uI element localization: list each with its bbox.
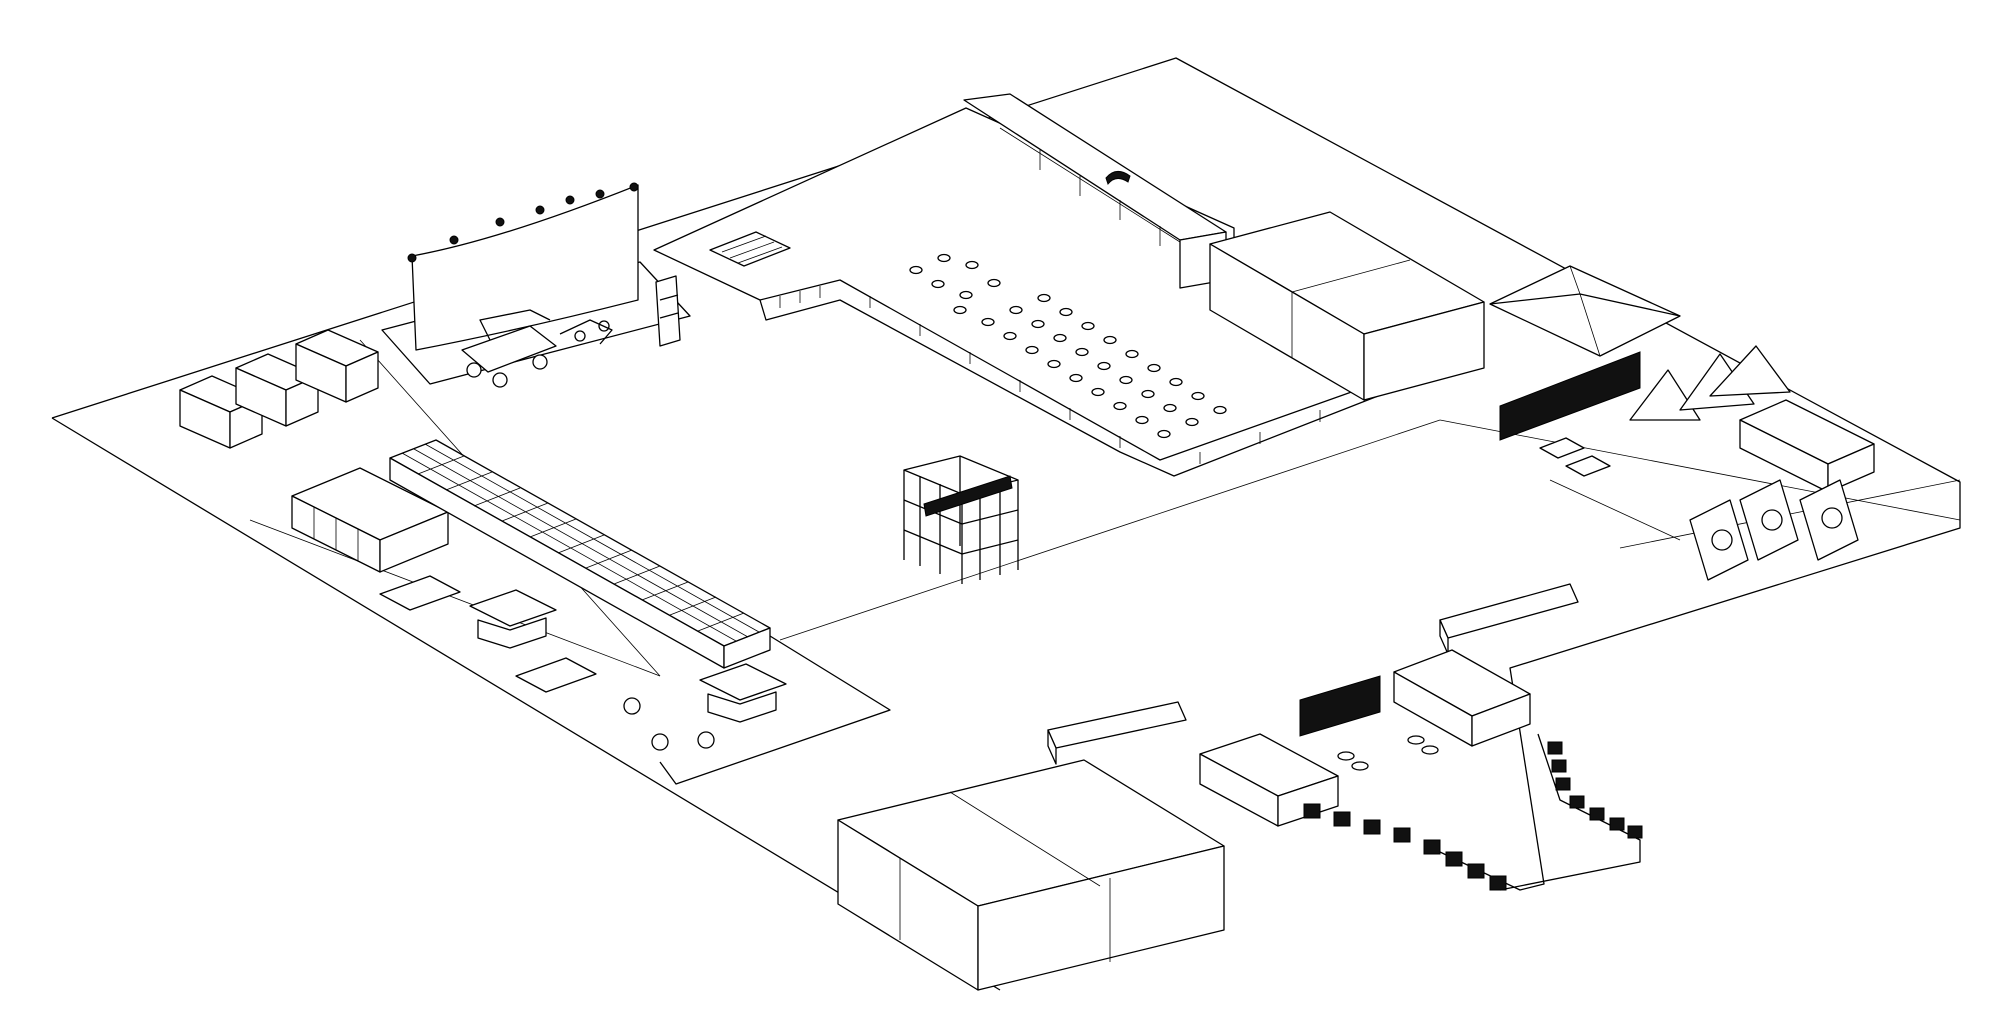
carts bbox=[1539, 437, 1611, 477]
storage-containers bbox=[179, 329, 449, 573]
stage-equipment bbox=[559, 275, 681, 347]
a-frame-structures bbox=[1629, 345, 1791, 421]
barrier-blocks bbox=[1303, 741, 1643, 891]
lower-left-enclosure bbox=[379, 575, 891, 785]
barrel-cluster bbox=[1337, 735, 1439, 771]
kiosk bbox=[469, 589, 557, 649]
large-tent-south bbox=[837, 759, 1225, 991]
fence-posts bbox=[779, 286, 1321, 464]
stage-light-fixtures bbox=[407, 182, 639, 263]
service-block bbox=[709, 231, 791, 267]
table-field bbox=[653, 107, 1379, 477]
barrier-path bbox=[1303, 733, 1643, 891]
kiosk bbox=[699, 663, 787, 723]
table-grid-lines bbox=[401, 443, 760, 642]
entrance-kiosk bbox=[1047, 583, 1579, 827]
long-table-grid bbox=[389, 439, 771, 669]
large-block-top bbox=[1209, 211, 1485, 401]
container-row-lower bbox=[291, 467, 449, 573]
stage-backdrop bbox=[381, 182, 691, 388]
round-tables bbox=[909, 253, 1227, 439]
pavilion-east bbox=[1489, 265, 1875, 581]
seating-group bbox=[379, 575, 715, 751]
central-tower bbox=[903, 455, 1019, 584]
stage-vehicle bbox=[461, 309, 557, 388]
container bbox=[295, 329, 379, 403]
ring-frames bbox=[1689, 479, 1859, 581]
